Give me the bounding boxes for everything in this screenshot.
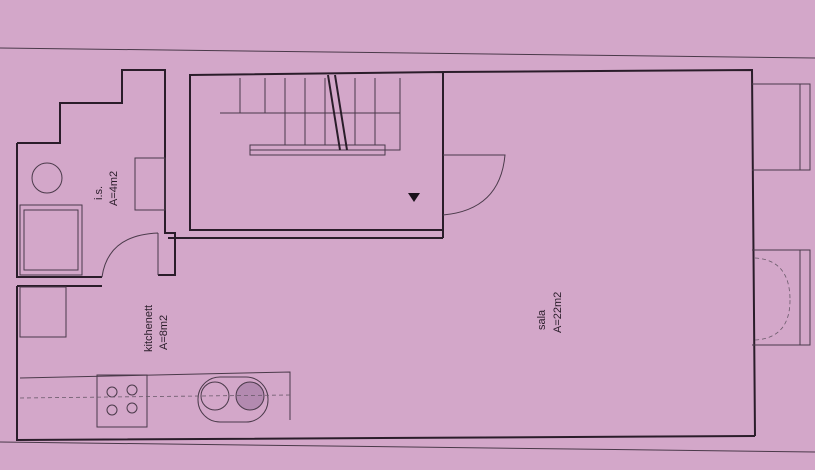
stairs	[220, 74, 420, 202]
cooktop	[96, 374, 148, 428]
shower-tray	[19, 204, 83, 276]
kitchen-sink	[197, 376, 269, 423]
windows	[752, 83, 811, 346]
fixtures	[19, 157, 291, 428]
bathroom-name: i.s.	[93, 186, 105, 200]
kitchen-area: A=8m2	[158, 315, 170, 350]
fridge	[19, 286, 67, 338]
doors	[101, 154, 506, 278]
living-area: A=22m2	[552, 292, 564, 333]
walls	[16, 68, 756, 442]
kitchen-name: kitchenett	[143, 305, 155, 352]
washbasin	[134, 157, 166, 211]
toilet	[31, 162, 63, 194]
outer-border	[0, 47, 815, 453]
bathroom-area: A=4m2	[108, 171, 120, 206]
room-labels: i.s. A=4m2 kitchenett A=8m2 sala A=22m2	[93, 171, 564, 352]
stair-direction-arrow-icon	[408, 193, 420, 202]
living-name: sala	[536, 309, 548, 330]
